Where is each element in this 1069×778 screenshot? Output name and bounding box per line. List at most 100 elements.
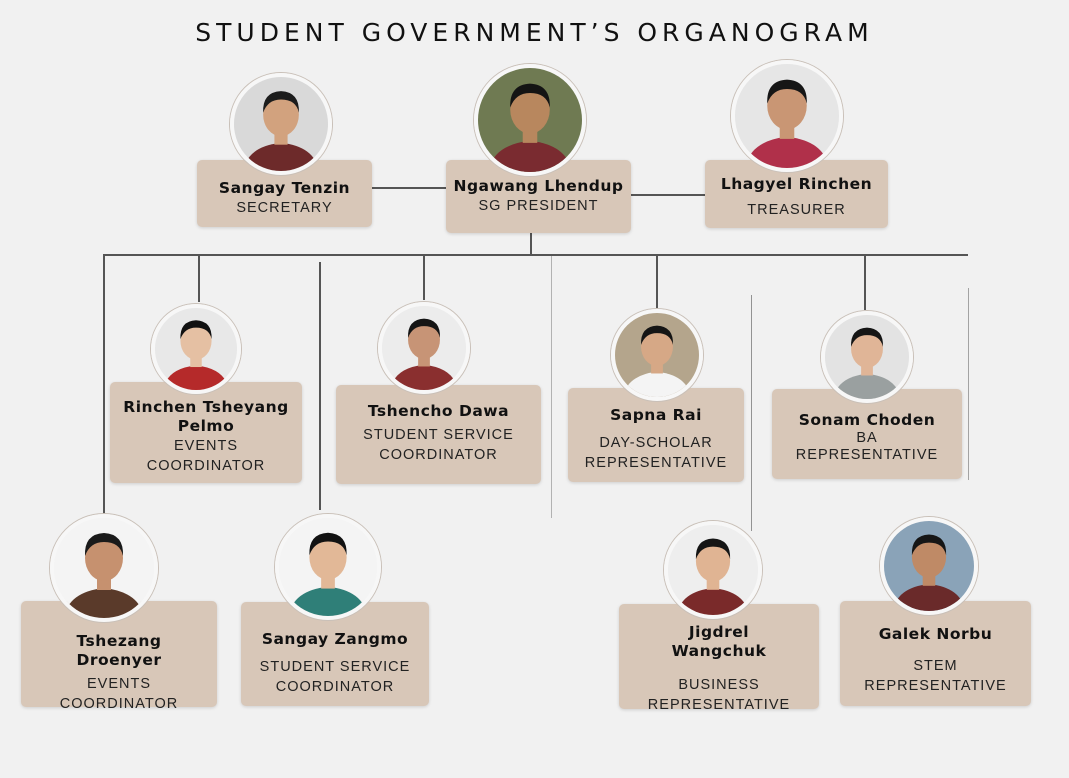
portrait-illustration [478,68,582,172]
portrait-clothing [243,142,319,171]
connector-sapna [656,254,658,308]
card-galek-norbu: Galek Norbu STEM REPRESENTATIVE [840,601,1031,706]
portrait-neck [861,362,873,376]
person-name: Sangay Tenzin [218,179,351,197]
person-name: Jigdrel Wangchuk [671,623,767,660]
portrait-clothing [390,364,458,390]
portrait-hair [767,79,807,104]
avatar [230,73,332,175]
person-name: Tshezang Droenyer [76,632,162,669]
portrait-illustration [155,308,237,390]
portrait-hair [911,534,947,556]
portrait-clothing [623,371,691,397]
portrait-illustration [735,64,839,168]
portrait-face [695,540,731,582]
portrait-face [911,536,947,578]
portrait-clothing [893,584,965,611]
avatar [880,517,978,615]
connector-right-edge [968,288,969,480]
portrait-face [851,329,883,368]
avatar [151,304,241,394]
avatar [664,521,762,619]
portrait-hair [180,320,212,340]
portrait-clothing [288,586,368,616]
avatar [50,514,158,622]
portrait-hair [510,83,550,108]
portrait-illustration [234,77,328,171]
portrait-face [510,85,550,134]
portrait-clothing [745,136,829,168]
person-role: BUSINESS REPRESENTATIVE [647,677,791,713]
connector-tshencho [423,254,425,300]
person-name: Lhagyel Rinchen [720,175,873,193]
avatar [275,514,381,620]
connector-jigdrel [751,295,752,531]
connector-treasurer [630,194,706,196]
connector-sonam [864,254,866,310]
person-name: Ngawang Lhendup [453,177,624,195]
portrait-hair [695,538,731,560]
portrait-illustration [54,518,154,618]
card-tshencho-dawa: Tshencho Dawa STUDENT SERVICE COORDINATO… [336,385,541,484]
avatar [821,311,913,403]
portrait-illustration [668,525,758,615]
person-name: Galek Norbu [878,625,993,643]
person-role: DAY-SCHOLAR REPRESENTATIVE [584,435,728,471]
connector-divider [551,256,552,518]
connector-horizontal-bus [103,254,968,256]
portrait-clothing [64,588,144,618]
portrait-hair [84,533,124,556]
person-role: TREASURER [747,202,846,218]
portrait-face [767,81,807,130]
portrait-hair [408,318,440,338]
portrait-hair [309,532,347,556]
portrait-illustration [825,315,909,399]
portrait-clothing [677,588,749,615]
person-role: EVENTS COORDINATOR [59,676,179,712]
portrait-illustration [615,313,699,397]
page-title: STUDENT GOVERNMENT’S ORGANOGRAM [195,18,874,47]
connector-tshezang [103,254,105,514]
person-role: BA REPRESENTATIVE [795,430,939,463]
portrait-face [180,321,212,360]
portrait-face [263,92,299,137]
card-sapna-rai: Sapna Rai DAY-SCHOLAR REPRESENTATIVE [568,388,744,482]
card-jigdrel-wangchuk: Jigdrel Wangchuk BUSINESS REPRESENTATIVE [619,604,819,713]
person-role: SG PRESIDENT [478,198,599,214]
person-name: Sonam Choden [798,411,936,429]
card-ngawang-lhendup: Ngawang Lhendup SG PRESIDENT [446,160,631,233]
connector-secretary [372,187,446,189]
portrait-face [408,320,440,359]
portrait-hair [641,325,673,345]
card-rinchen-tsheyang-pelmo: Rinchen Tsheyang Pelmo EVENTS COORDINATO… [110,382,302,483]
portrait-hair [851,327,883,347]
person-role: STUDENT SERVICE COORDINATOR [363,427,514,463]
portrait-illustration [884,521,974,611]
portrait-face [85,535,123,581]
person-name: Tshencho Dawa [367,402,510,420]
person-role: EVENTS COORDINATOR [146,438,266,474]
connector-sangay-zangmo [319,262,321,510]
person-role: STUDENT SERVICE COORDINATOR [259,659,411,695]
portrait-neck [651,360,663,374]
person-name: Sapna Rai [610,406,702,424]
person-name: Sangay Zangmo [261,630,409,648]
portrait-clothing [833,373,901,399]
portrait-face [641,327,673,366]
connector-president-down [530,233,532,255]
person-role: SECRETARY [236,200,333,216]
person-name: Rinchen Tsheyang Pelmo [123,398,289,435]
card-sonam-choden: Sonam Choden BA REPRESENTATIVE [772,389,962,479]
portrait-illustration [279,518,377,616]
avatar [474,64,586,176]
portrait-neck [418,353,430,367]
portrait-neck [190,353,202,368]
card-lhagyel-rinchen: Lhagyel Rinchen TREASURER [705,160,888,228]
connector-rinchen [198,254,200,302]
portrait-hair [263,91,299,113]
portrait-illustration [382,306,466,390]
portrait-clothing [488,140,572,172]
avatar [611,309,703,401]
avatar [378,302,470,394]
portrait-clothing [163,365,229,390]
